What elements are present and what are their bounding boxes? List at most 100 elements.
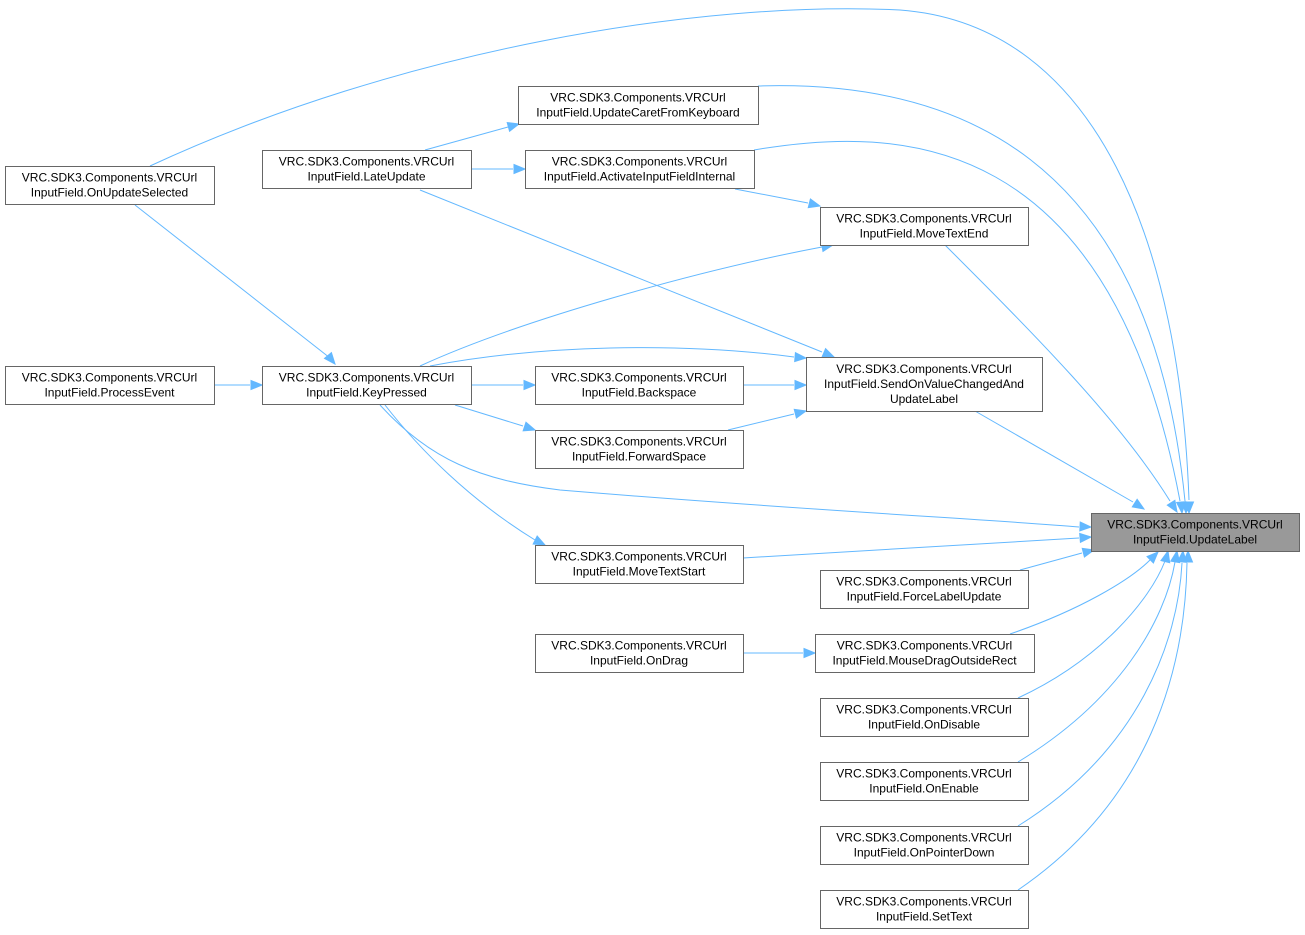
edge-key_pressed-to-backspace: [471, 379, 537, 391]
edge-line: [734, 188, 809, 204]
node-update-label[interactable]: VRC.SDK3.Components.VRCUrlInputField.Upd…: [1091, 513, 1300, 552]
node-backspace[interactable]: VRC.SDK3.Components.VRCUrlInputField.Bac…: [535, 366, 744, 405]
edge-on_enable-to-update_label: [1017, 549, 1181, 763]
node-label-line2: InputField.ProcessEvent: [44, 386, 175, 400]
edge-mouse_drag_outside-to-update_label: [1009, 551, 1159, 635]
node-box: [806, 357, 1043, 412]
node-move-text-end[interactable]: VRC.SDK3.Components.VRCUrlInputField.Mov…: [820, 207, 1029, 246]
edge-key_pressed-to-move_text_start: [384, 404, 547, 546]
node-move-text-start[interactable]: VRC.SDK3.Components.VRCUrlInputField.Mov…: [535, 545, 744, 584]
node-box: [535, 430, 744, 469]
node-force-label-update[interactable]: VRC.SDK3.Components.VRCUrlInputField.For…: [820, 570, 1029, 609]
edge-update_caret-to-update_label: [757, 85, 1192, 515]
edge-line: [1019, 552, 1083, 571]
node-label-line2: InputField.MoveTextStart: [573, 565, 706, 579]
arrowhead-icon: [794, 379, 808, 391]
node-box: [1091, 513, 1300, 552]
node-label-line1: VRC.SDK3.Components.VRCUrl: [279, 155, 454, 169]
node-label-line1: VRC.SDK3.Components.VRCUrl: [551, 639, 726, 653]
edge-key_pressed-to-update_label: [379, 404, 1093, 532]
graph-edges: [134, 8, 1195, 891]
arrowhead-icon: [1160, 549, 1171, 564]
node-label-line2: InputField.ForwardSpace: [572, 450, 706, 464]
node-label-line1: VRC.SDK3.Components.VRCUrl: [22, 171, 197, 185]
edge-line: [1017, 561, 1176, 763]
node-activate-internal[interactable]: VRC.SDK3.Components.VRCUrlInputField.Act…: [525, 150, 755, 189]
node-on-pointer-down[interactable]: VRC.SDK3.Components.VRCUrlInputField.OnP…: [820, 826, 1029, 865]
edge-key_pressed-to-forward_space: [454, 404, 537, 432]
node-box: [820, 762, 1029, 801]
arrowhead-icon: [323, 351, 336, 366]
node-on-update-selected[interactable]: VRC.SDK3.Components.VRCUrlInputField.OnU…: [5, 166, 215, 205]
edge-process_event-to-key_pressed: [214, 379, 264, 391]
node-update-caret[interactable]: VRC.SDK3.Components.VRCUrlInputField.Upd…: [518, 86, 759, 125]
node-set-text[interactable]: VRC.SDK3.Components.VRCUrlInputField.Set…: [820, 890, 1029, 929]
arrowhead-icon: [1079, 521, 1093, 532]
edge-backspace-to-send_on_value_changed: [743, 379, 808, 391]
edge-move_text_end-to-update_label: [944, 244, 1178, 514]
node-late-update[interactable]: VRC.SDK3.Components.VRCUrlInputField.Lat…: [262, 150, 472, 189]
node-on-drag[interactable]: VRC.SDK3.Components.VRCUrlInputField.OnD…: [535, 634, 744, 673]
edge-force_label_update-to-update_label: [1019, 547, 1096, 571]
node-box: [518, 86, 759, 125]
node-label-line1: VRC.SDK3.Components.VRCUrl: [836, 362, 1011, 376]
node-box: [5, 366, 215, 405]
node-box: [535, 634, 744, 673]
arrowhead-icon: [1169, 549, 1181, 564]
node-label-line2: InputField.OnPointerDown: [854, 846, 995, 860]
node-on-enable[interactable]: VRC.SDK3.Components.VRCUrlInputField.OnE…: [820, 762, 1029, 801]
arrowhead-icon: [1175, 501, 1187, 515]
edge-line: [1017, 562, 1183, 827]
node-forward-space[interactable]: VRC.SDK3.Components.VRCUrlInputField.For…: [535, 430, 744, 469]
edge-line: [384, 404, 536, 541]
node-label-line1: VRC.SDK3.Components.VRCUrl: [837, 639, 1012, 653]
edge-line: [379, 404, 1080, 528]
edge-line: [742, 537, 1080, 559]
arrowhead-icon: [1146, 551, 1159, 564]
node-label-line2: InputField.ForceLabelUpdate: [847, 590, 1002, 604]
edge-on_drag-to-mouse_drag_outside: [743, 647, 817, 659]
node-on-disable[interactable]: VRC.SDK3.Components.VRCUrlInputField.OnD…: [820, 698, 1029, 737]
node-label-line2: InputField.SendOnValueChangedAnd: [824, 377, 1024, 391]
node-key-pressed[interactable]: VRC.SDK3.Components.VRCUrlInputField.Key…: [262, 366, 472, 405]
arrowhead-icon: [532, 535, 547, 546]
arrowhead-icon: [522, 421, 537, 432]
node-label-line1: VRC.SDK3.Components.VRCUrl: [836, 831, 1011, 845]
node-label-line2: InputField.Backspace: [582, 386, 697, 400]
edge-line: [149, 8, 1190, 501]
edge-line: [454, 404, 524, 427]
node-process-event[interactable]: VRC.SDK3.Components.VRCUrlInputField.Pro…: [5, 366, 215, 405]
arrowhead-icon: [821, 347, 836, 358]
node-send-on-value-changed[interactable]: VRC.SDK3.Components.VRCUrlInputField.Sen…: [806, 357, 1043, 412]
node-label-line1: VRC.SDK3.Components.VRCUrl: [836, 767, 1011, 781]
node-box: [815, 634, 1035, 673]
node-box: [5, 166, 215, 205]
edge-line: [944, 244, 1171, 502]
edge-line: [1017, 560, 1166, 699]
node-mouse-drag-outside[interactable]: VRC.SDK3.Components.VRCUrlInputField.Mou…: [815, 634, 1035, 673]
edge-key_pressed-to-send_on_value_changed: [429, 347, 808, 367]
edge-late_update-to-update_caret: [424, 121, 521, 151]
node-label-line1: VRC.SDK3.Components.VRCUrl: [1107, 518, 1282, 532]
arrowhead-icon: [1079, 532, 1093, 544]
node-box: [820, 207, 1029, 246]
arrowhead-icon: [523, 379, 537, 391]
node-label-line1: VRC.SDK3.Components.VRCUrl: [552, 155, 727, 169]
edge-line: [419, 246, 823, 367]
arrowhead-icon: [1182, 549, 1194, 563]
node-label-line1: VRC.SDK3.Components.VRCUrl: [836, 212, 1011, 226]
arrowhead-icon: [506, 121, 521, 133]
node-label-line2: InputField.OnDisable: [868, 718, 980, 732]
edge-line: [134, 204, 331, 359]
edge-send_on_value_changed-to-update_label: [974, 410, 1146, 510]
node-label-line2: InputField.UpdateLabel: [1133, 533, 1257, 547]
edge-line: [429, 347, 795, 367]
node-box: [262, 366, 472, 405]
node-box: [535, 545, 744, 584]
node-box: [820, 698, 1029, 737]
node-label-line1: VRC.SDK3.Components.VRCUrl: [551, 550, 726, 564]
edge-on_disable-to-update_label: [1017, 549, 1171, 699]
arrowhead-icon: [793, 408, 808, 419]
edge-set_text-to-update_label: [1017, 549, 1194, 891]
